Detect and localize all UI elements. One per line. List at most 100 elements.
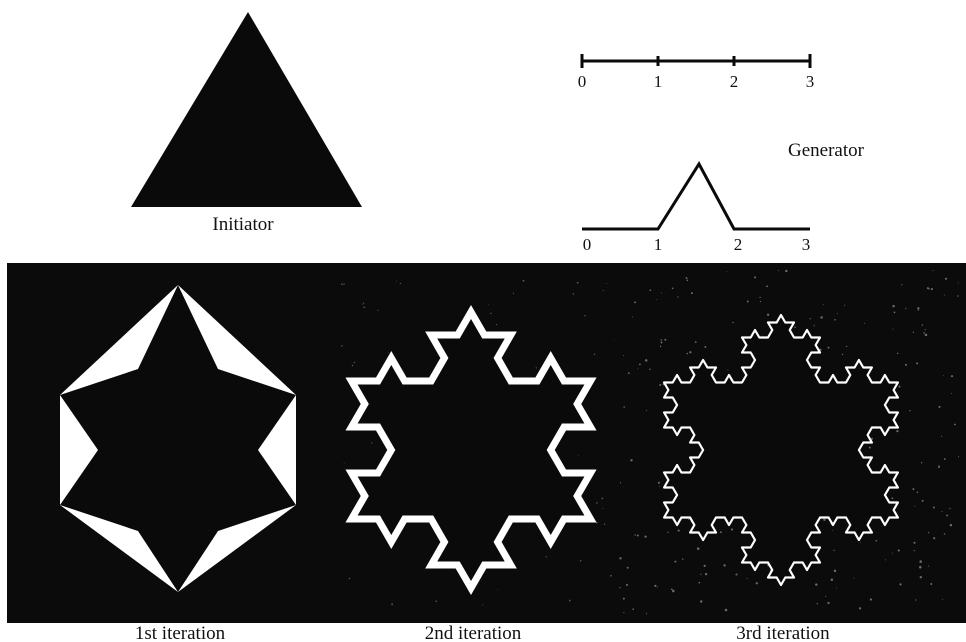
speckle: [620, 482, 621, 483]
speckle: [689, 351, 691, 353]
speckle: [697, 547, 700, 550]
speckle: [870, 598, 872, 600]
speckle: [754, 276, 756, 278]
speckle: [943, 375, 944, 376]
speckle: [928, 566, 929, 567]
generator-bottom-tick-3: 3: [802, 235, 811, 254]
speckle: [933, 270, 934, 271]
speckle: [941, 436, 942, 437]
generator-bottom-tick-2: 2: [734, 235, 743, 254]
speckle: [603, 290, 604, 291]
speckle: [778, 270, 779, 271]
speckle: [919, 566, 922, 569]
speckle: [923, 332, 925, 334]
speckle: [930, 583, 932, 585]
speckle: [747, 301, 749, 303]
speckle: [957, 295, 959, 297]
speckle: [498, 589, 499, 590]
speckle: [604, 523, 605, 524]
speckle: [958, 456, 959, 457]
speckle: [682, 558, 683, 559]
speckle: [853, 578, 854, 579]
speckle: [671, 588, 673, 590]
speckle: [672, 590, 675, 593]
speckle: [523, 280, 525, 282]
speckle: [630, 459, 632, 461]
speckle: [391, 603, 393, 605]
speckle: [695, 341, 697, 343]
speckle: [646, 410, 647, 411]
speckle: [922, 324, 923, 325]
speckle: [513, 293, 514, 294]
speckle: [628, 372, 630, 374]
speckle: [700, 600, 702, 602]
speckle: [546, 556, 547, 557]
speckle: [927, 287, 929, 289]
speckle: [951, 393, 952, 394]
speckle: [659, 384, 661, 386]
speckle: [905, 364, 907, 366]
speckle: [656, 299, 657, 300]
speckle: [602, 508, 603, 509]
speckle: [632, 316, 633, 317]
speckle: [942, 511, 943, 512]
speckle: [704, 565, 706, 567]
speckle: [875, 540, 877, 542]
speckle: [885, 559, 886, 560]
speckle: [623, 406, 625, 408]
speckle: [596, 502, 598, 504]
speckle: [678, 530, 680, 532]
speckle: [727, 370, 728, 371]
speckle: [836, 588, 837, 589]
speckle: [831, 579, 834, 582]
generator-bottom-tick-0: 0: [583, 235, 592, 254]
speckle: [371, 442, 372, 443]
speckle: [892, 305, 894, 307]
speckle: [735, 573, 737, 575]
speckle: [899, 583, 901, 585]
speckle: [580, 560, 582, 562]
speckle: [946, 515, 948, 517]
speckle: [921, 462, 922, 463]
speckle: [760, 301, 761, 302]
speckle: [343, 283, 345, 285]
speckle: [661, 342, 663, 344]
speckle: [834, 570, 836, 572]
speckle: [944, 533, 946, 535]
speckle: [794, 326, 796, 328]
speckle: [933, 537, 935, 539]
speckle: [688, 519, 689, 520]
speckle: [914, 550, 915, 551]
generator-top-tick-2: 2: [730, 72, 739, 91]
speckle: [686, 277, 688, 279]
speckle: [912, 488, 914, 490]
speckle: [732, 322, 733, 323]
generator-top-tick-3: 3: [806, 72, 815, 91]
speckle: [949, 508, 950, 509]
speckle: [898, 386, 900, 388]
speckle: [584, 315, 585, 316]
speckle: [859, 607, 861, 609]
generator-straight-segment: [582, 54, 810, 68]
speckle: [664, 339, 666, 341]
speckle: [341, 283, 343, 285]
speckle: [704, 346, 706, 348]
speckle: [626, 584, 628, 586]
speckle: [482, 604, 483, 605]
speckle: [363, 303, 364, 304]
speckle: [569, 600, 571, 602]
speckle: [490, 313, 492, 315]
speckle: [400, 283, 401, 284]
speckle: [938, 466, 940, 468]
speckle: [759, 297, 760, 298]
iteration-2-label: 2nd iteration: [425, 623, 522, 642]
speckle: [814, 325, 815, 326]
speckle: [634, 534, 635, 535]
speckle: [844, 305, 845, 306]
speckle: [944, 458, 946, 460]
speckle: [756, 582, 758, 584]
speckle: [925, 334, 928, 337]
speckle: [931, 288, 933, 290]
speckle: [705, 573, 707, 575]
speckle: [577, 282, 579, 284]
